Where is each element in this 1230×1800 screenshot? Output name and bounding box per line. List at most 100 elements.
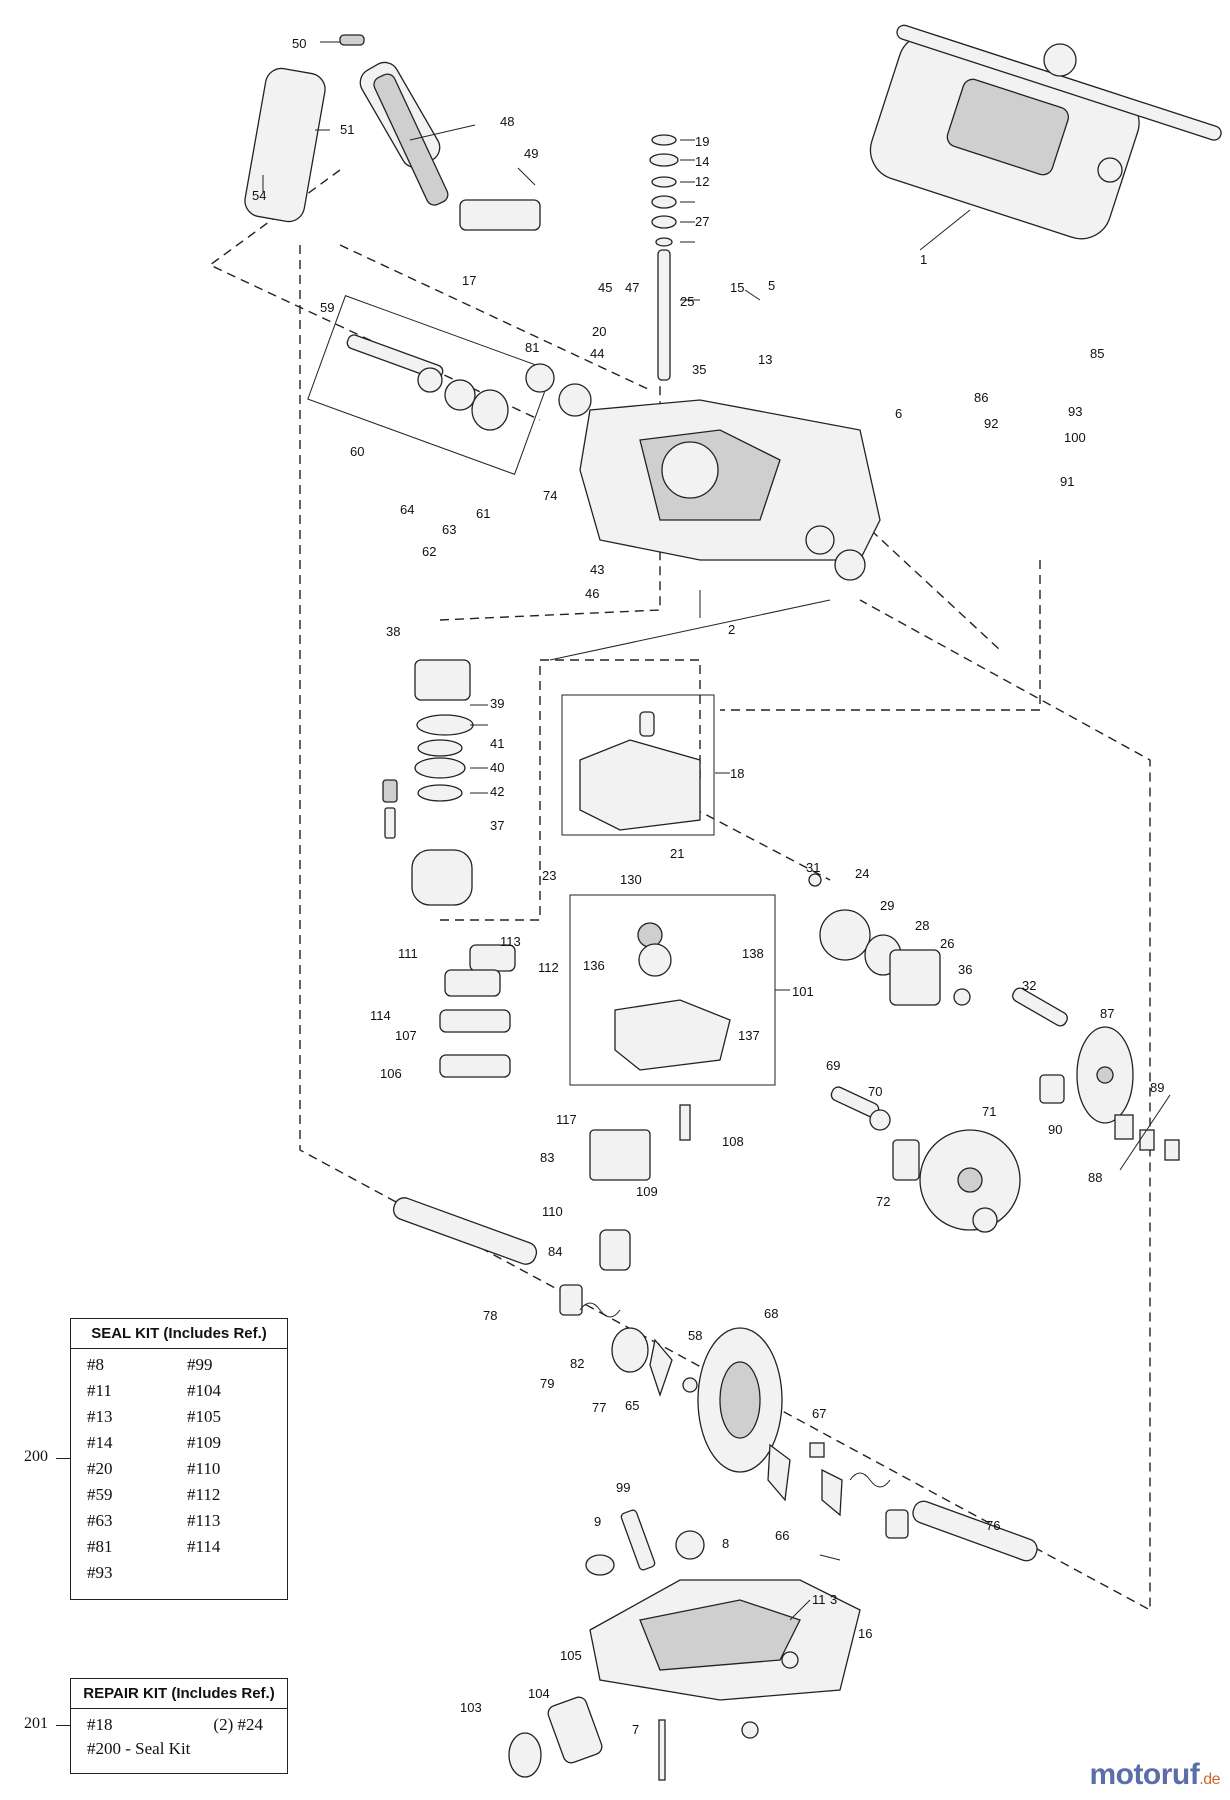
callout-106: 106 xyxy=(380,1066,402,1081)
callout-11: 11 xyxy=(812,1592,826,1607)
watermark-logo: motoruf.de xyxy=(1089,1758,1220,1792)
callout-104: 104 xyxy=(528,1686,550,1701)
callout-59: 59 xyxy=(320,300,334,315)
callout-74: 74 xyxy=(543,488,557,503)
callout-51: 51 xyxy=(340,122,354,137)
callout-137: 137 xyxy=(738,1028,760,1043)
callout-25: 25 xyxy=(680,294,694,309)
shaft-kit-box xyxy=(307,295,553,475)
callout-9: 9 xyxy=(594,1514,601,1529)
seal-kit-title: SEAL KIT (Includes Ref.) xyxy=(71,1319,287,1349)
callout-18: 18 xyxy=(730,766,744,781)
seal-kit-item: #104 xyxy=(187,1381,221,1400)
callout-92: 92 xyxy=(984,416,998,431)
callout-41: 41 xyxy=(490,736,504,751)
callout-109: 109 xyxy=(636,1184,658,1199)
pump-cylinder-group xyxy=(382,659,474,906)
callout-54: 54 xyxy=(252,188,266,203)
callout-108: 108 xyxy=(722,1134,744,1149)
callout-111: 111 xyxy=(398,946,418,961)
callout-45: 45 xyxy=(598,280,612,295)
callout-8: 8 xyxy=(722,1536,729,1551)
callout-32: 32 xyxy=(1022,978,1036,993)
callout-138: 138 xyxy=(742,946,764,961)
seal-kit-item: #109 xyxy=(187,1433,221,1452)
callout-88: 88 xyxy=(1088,1170,1102,1185)
repair-kit-title: REPAIR KIT (Includes Ref.) xyxy=(71,1679,287,1709)
callout-29: 29 xyxy=(880,898,894,913)
callout-63: 63 xyxy=(442,522,456,537)
charge-pump-box xyxy=(569,894,776,1086)
callout-78: 78 xyxy=(483,1308,497,1323)
repair-kit-ref: 201 xyxy=(24,1715,48,1732)
callout-31: 31 xyxy=(806,860,820,875)
callout-38: 38 xyxy=(386,624,400,639)
seal-kit-item: #8 xyxy=(87,1355,104,1374)
seal-kit-item: #110 xyxy=(187,1459,221,1478)
center-section-box xyxy=(561,694,715,836)
leader-lines xyxy=(262,41,1171,1621)
repair-kit-box: REPAIR KIT (Includes Ref.) #18 (2) #24 #… xyxy=(70,1678,288,1774)
callout-61: 61 xyxy=(476,506,490,521)
callout-71: 71 xyxy=(982,1104,996,1119)
seal-kit-item: #14 xyxy=(87,1433,113,1452)
callout-16: 16 xyxy=(858,1626,872,1641)
callout-76: 76 xyxy=(986,1518,1000,1533)
callout-79: 79 xyxy=(540,1376,554,1391)
seal-kit-item: #105 xyxy=(187,1407,221,1426)
callout-36: 36 xyxy=(958,962,972,977)
callout-21: 21 xyxy=(670,846,684,861)
repair-kit-item: #200 - Seal Kit xyxy=(87,1739,191,1758)
callout-91: 91 xyxy=(1060,474,1074,489)
seal-kit-ref: 200 xyxy=(24,1448,48,1465)
seal-kit-item: #93 xyxy=(87,1563,113,1582)
seal-kit-item: #20 xyxy=(87,1459,113,1478)
brake-disc-group xyxy=(1012,987,1180,1161)
callout-69: 69 xyxy=(826,1058,840,1073)
main-housing xyxy=(525,363,881,581)
callout-3: 3 xyxy=(830,1592,837,1607)
assembly-boundary-lines xyxy=(208,169,1151,1612)
seal-kit-tick xyxy=(56,1458,70,1459)
callout-7: 7 xyxy=(632,1722,639,1737)
callout-113: 113 xyxy=(500,934,521,949)
vertical-input-shaft xyxy=(649,134,679,381)
callout-130: 130 xyxy=(620,872,642,887)
callout-83: 83 xyxy=(540,1150,554,1165)
seal-kit-item: #112 xyxy=(187,1485,221,1504)
callout-15: 15 xyxy=(730,280,744,295)
lower-housing-group xyxy=(508,1509,861,1781)
callout-13: 13 xyxy=(758,352,772,367)
callout-101: 101 xyxy=(792,984,814,999)
callout-50: 50 xyxy=(292,36,306,51)
left-axle-group xyxy=(392,1197,673,1398)
callout-28: 28 xyxy=(915,918,929,933)
callout-20: 20 xyxy=(592,324,606,339)
callout-26: 26 xyxy=(940,936,954,951)
callout-27: 27 xyxy=(695,214,709,229)
seal-kit-box: SEAL KIT (Includes Ref.) #8 #99 #11 #104… xyxy=(70,1318,288,1600)
watermark-main: motoruf xyxy=(1089,1758,1200,1791)
callout-87: 87 xyxy=(1100,1006,1114,1021)
callout-39: 39 xyxy=(490,696,504,711)
seal-kit-item: #11 xyxy=(87,1381,112,1400)
callout-107: 107 xyxy=(395,1028,417,1043)
callout-66: 66 xyxy=(775,1528,789,1543)
callout-23: 23 xyxy=(542,868,556,883)
callout-86: 86 xyxy=(974,390,988,405)
callout-19: 19 xyxy=(695,134,709,149)
callout-99: 99 xyxy=(616,1480,630,1495)
transaxle-assembly xyxy=(869,24,1222,240)
callout-136: 136 xyxy=(583,958,605,973)
callout-17: 17 xyxy=(462,273,476,288)
callout-2: 2 xyxy=(728,622,735,637)
callout-12: 12 xyxy=(695,174,709,189)
reduction-gear-group xyxy=(830,1086,1021,1233)
callout-58: 58 xyxy=(688,1328,702,1343)
control-arm-group xyxy=(244,34,541,231)
callout-46: 46 xyxy=(585,586,599,601)
callout-64: 64 xyxy=(400,502,414,517)
repair-kit-item: #18 xyxy=(87,1715,113,1734)
callout-70: 70 xyxy=(868,1084,882,1099)
callout-81: 81 xyxy=(525,340,539,355)
